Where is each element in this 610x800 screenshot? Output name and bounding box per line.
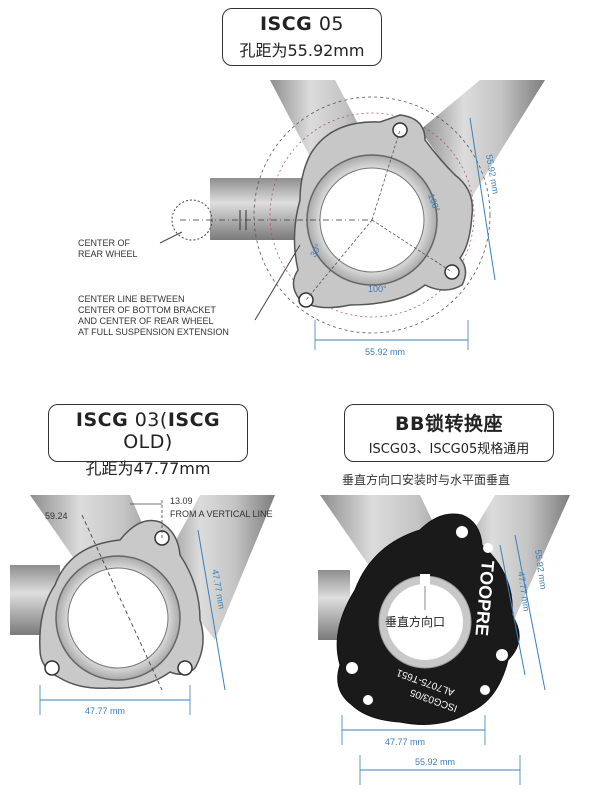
label-center-line-4: AT FULL SUSPENSION EXTENSION (78, 327, 229, 337)
center-label: 垂直方向口 (385, 614, 445, 629)
iscg05-subtitle: 孔距为55.92mm (239, 41, 365, 60)
adapter-subtitle: ISCG03、ISCG05规格通用 (368, 442, 530, 457)
dim-vertical-top: 55.92 mm (484, 154, 501, 195)
adapter-hole-4 (480, 685, 490, 695)
dim-diagonal-left: 59.24 (45, 511, 68, 521)
label-center-line-2: CENTER OF BOTTOM BRACKET (78, 305, 216, 315)
label-rear-wheel-2: REAR WHEEL (78, 249, 138, 259)
dim-horizontal-right-b: 55.92 mm (415, 757, 455, 767)
iscg05-title-bold: ISCG (259, 13, 313, 35)
bolt-hole-top-1 (392, 122, 408, 138)
adapter-install-note: 垂直方向口安装时与水平面垂直 (342, 473, 511, 487)
rear-wheel-center-marker (171, 199, 213, 241)
vertical-direction-notch (420, 574, 430, 586)
iscg05-title-thin: 05 (312, 13, 344, 35)
dim-horizontal-top: 55.92 mm (365, 347, 405, 357)
dim-horizontal-left: 47.77 mm (85, 706, 125, 716)
bolt-hole-left-2 (177, 660, 193, 676)
iscg03-title-mid: 03( (128, 409, 168, 431)
dim-angle-a: 100° (368, 284, 387, 294)
label-center-line-1: CENTER LINE BETWEEN (78, 294, 185, 304)
iscg03-title-bold2: ISCG (167, 409, 221, 431)
adapter-bore-inner (387, 584, 463, 660)
dim-horizontal-right-a: 47.77 mm (385, 737, 425, 747)
iscg03-title-bold: ISCG (75, 409, 129, 431)
label-center-line-3: AND CENTER OF REAR WHEEL (78, 316, 214, 326)
dimension-lines-right (341, 534, 546, 785)
label-rear-wheel-1: CENTER OF (78, 238, 131, 248)
dim-offset-note: FROM A VERTICAL LINE (170, 509, 273, 519)
iscg05-title-badge: ISCG 05 孔距为55.92mm (222, 8, 382, 66)
adapter-hole-2 (483, 543, 493, 553)
adapter-title: BB锁转换座 (395, 413, 503, 435)
adapter-hole-1 (456, 526, 468, 538)
adapter-diagram: 垂直方向口 TOOPRE AL7075-T651 ISCG03/05 55.92… (318, 495, 570, 785)
dim-offset-left: 13.09 (170, 496, 193, 506)
bolt-hole-left-3 (44, 660, 60, 676)
adapter-hole-3 (496, 649, 508, 661)
adapter-hole-6 (363, 695, 373, 705)
iscg03-subtitle: 孔距为47.77mm (85, 459, 211, 478)
guide-circle-top (269, 112, 475, 318)
adapter-hole-5 (346, 662, 358, 674)
iscg03-title-badge: ISCG 03(ISCG OLD) 孔距为47.77mm (48, 404, 248, 478)
bb-bore-left (67, 567, 169, 669)
dimension-lines-top (314, 117, 496, 350)
iscg03-title-end: OLD) (123, 431, 173, 453)
bolt-circle-top (253, 96, 491, 334)
bolt-hole-top-3 (298, 292, 314, 308)
iscg05-diagram: CENTER OF REAR WHEEL CENTER LINE BETWEEN… (78, 80, 545, 357)
adapter-title-badge: BB锁转换座 ISCG03、ISCG05规格通用 (344, 404, 554, 462)
iscg03-diagram: 59.24 13.09 FROM A VERTICAL LINE 47.77 m… (10, 495, 275, 716)
